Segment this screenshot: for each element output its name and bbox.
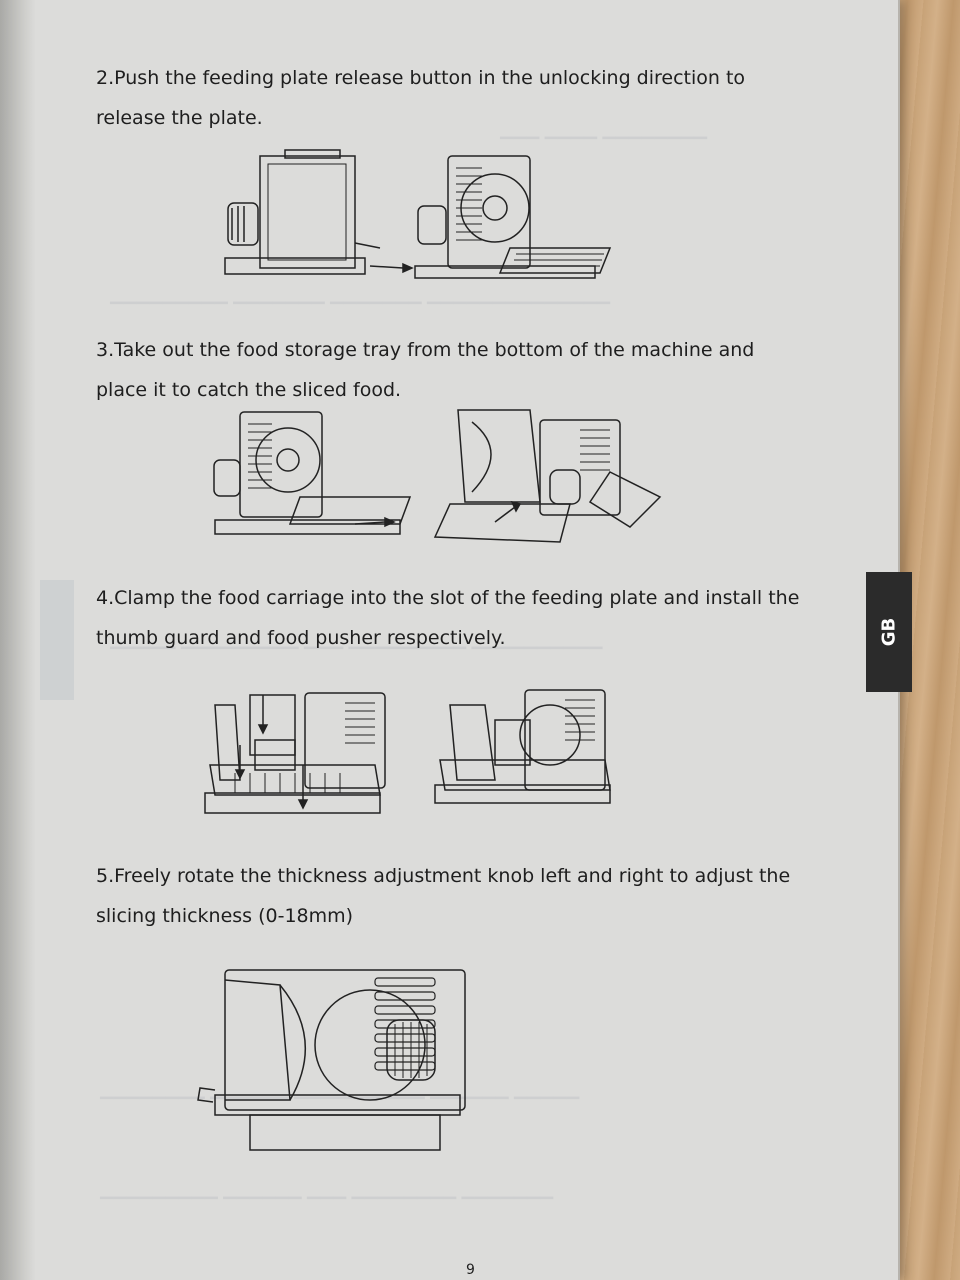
arrow-icon — [370, 266, 403, 268]
thumb-guard — [495, 720, 530, 765]
show-through-text: ▁▁▁▁▁▁▁▁▁ ▁▁▁▁▁▁▁ ▁▁▁▁▁▁▁ ▁▁▁▁▁▁▁▁▁▁▁▁▁▁ — [110, 285, 610, 305]
food-storage-tray — [435, 504, 570, 542]
knob-icon — [228, 203, 258, 245]
knob-icon — [214, 460, 240, 496]
food-storage-tray — [250, 1115, 440, 1150]
slicer-housing — [540, 420, 620, 515]
show-through-text: ▁▁▁▁▁ ▁▁▁▁▁▁▁▁▁ ▁▁▁ ▁▁▁▁▁▁▁▁▁ ▁▁▁▁▁▁▁▁▁▁ — [110, 630, 603, 650]
show-through-text: ▁▁▁ ▁▁▁▁ ▁▁▁▁▁▁▁▁ — [500, 120, 707, 140]
step-3-line-1: 3.Take out the food storage tray from th… — [96, 339, 755, 361]
food-pusher — [255, 740, 295, 770]
show-through-side-tab — [40, 580, 74, 700]
food-carriage — [450, 705, 495, 780]
slicer-housing — [305, 693, 385, 788]
knob-icon — [550, 470, 580, 504]
food-carriage — [215, 705, 240, 780]
power-cord — [198, 1088, 215, 1102]
step-3-instruction: 3.Take out the food storage tray from th… — [96, 330, 836, 410]
slicer-housing — [448, 156, 530, 268]
step-5-line-1: 5.Freely rotate the thickness adjustment… — [96, 865, 791, 887]
thumb-guard — [250, 695, 295, 755]
language-tab-label: GB — [878, 617, 900, 647]
blade-circle — [461, 174, 529, 242]
blade-circle — [315, 990, 425, 1100]
knob-icon — [418, 206, 446, 244]
thickness-knob-icon — [387, 1020, 435, 1080]
step-5-illustration — [195, 960, 480, 1160]
manual-page: ▁▁▁ ▁▁▁▁ ▁▁▁▁▁▁▁▁ ▁▁▁▁▁▁▁▁▁ ▁▁▁▁▁▁▁ ▁▁▁▁… — [0, 0, 912, 1280]
language-tab: GB — [866, 572, 912, 692]
step-3-line-2: place it to catch the sliced food. — [96, 379, 402, 401]
step-4-line-2: thumb guard and food pusher respectively… — [96, 627, 506, 649]
arrow-icon — [355, 522, 385, 524]
slicer-housing — [225, 970, 465, 1110]
step-2-line-2: release the plate. — [96, 107, 263, 129]
feeding-plate-upright — [260, 156, 355, 268]
page-spine-shadow — [0, 0, 36, 1280]
food-carriage-curve — [280, 985, 305, 1100]
arrow-icon — [495, 507, 515, 522]
blade-circle — [256, 428, 320, 492]
step-2-instruction: 2.Push the feeding plate release button … — [96, 58, 836, 138]
blade-circle — [520, 705, 580, 765]
food-carriage — [458, 410, 540, 502]
step-3-illustration — [210, 402, 670, 547]
carriage-base — [500, 248, 610, 273]
step-4-instruction: 4.Clamp the food carriage into the slot … — [96, 578, 836, 658]
step-2-line-1: 2.Push the feeding plate release button … — [96, 67, 746, 89]
step-5-line-2: slicing thickness (0-18mm) — [96, 905, 354, 927]
step-5-instruction: 5.Freely rotate the thickness adjustment… — [96, 856, 836, 936]
page-number: 9 — [466, 1262, 475, 1278]
step-4-line-1: 4.Clamp the food carriage into the slot … — [96, 587, 800, 609]
step-4-illustration — [195, 685, 615, 830]
step-2-illustration — [220, 148, 620, 283]
show-through-text: ▁▁▁▁▁▁▁▁▁ ▁▁▁▁▁▁ ▁▁▁ ▁▁▁▁▁▁▁▁ ▁▁▁▁▁▁▁ — [100, 1180, 554, 1200]
